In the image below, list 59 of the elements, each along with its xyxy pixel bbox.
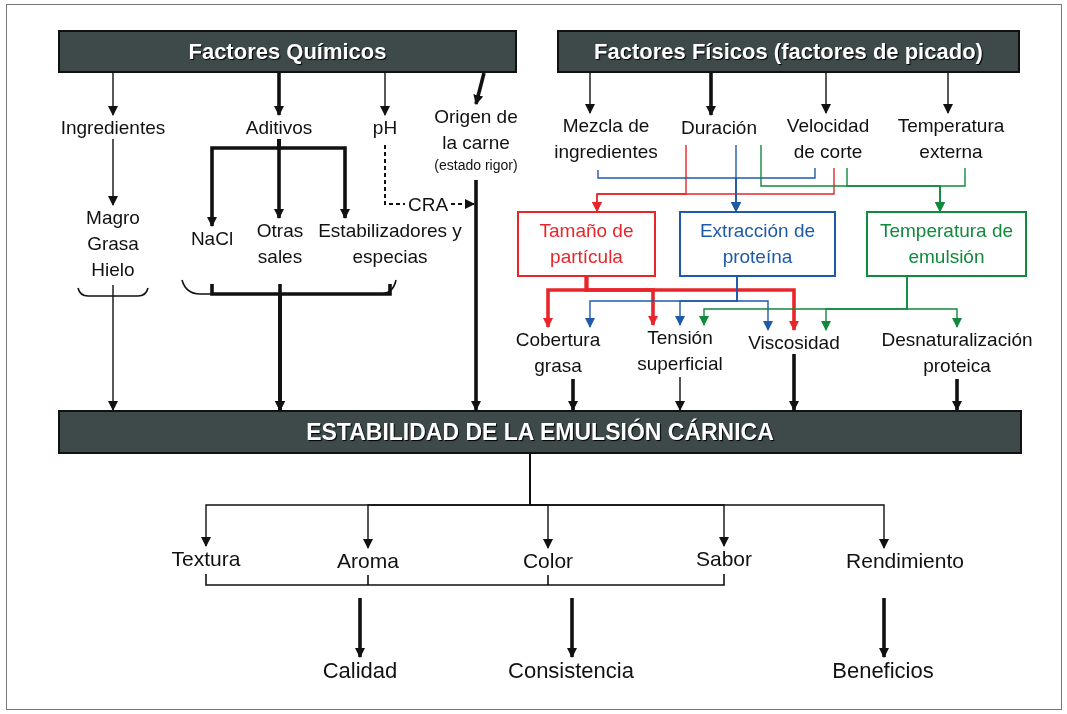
- arrow: [821, 72, 831, 114]
- outcome-label: Color: [513, 548, 583, 574]
- arrow: [450, 199, 475, 209]
- factor-label: Temperatura externa: [892, 113, 1010, 165]
- header-bar: Factores Físicos (factores de picado): [557, 30, 1020, 73]
- arrow: [567, 598, 577, 658]
- result-label: Consistencia: [488, 657, 654, 685]
- process-box: Extracción de proteína: [679, 211, 836, 277]
- process-box: Temperatura de emulsión: [866, 211, 1027, 277]
- arrow: [584, 277, 799, 331]
- header-bar: Factores Químicos: [58, 30, 517, 73]
- arrow: [473, 72, 486, 105]
- arrow: [675, 376, 685, 411]
- arrow: [471, 180, 481, 411]
- outcome-label: Rendimiento: [826, 548, 984, 574]
- arrow: [568, 379, 578, 411]
- additive-label: Estabilizadores y especias: [318, 218, 462, 270]
- arrow: [906, 276, 962, 328]
- factor-label: CRA: [405, 192, 451, 216]
- arrow: [274, 73, 284, 116]
- arrow: [952, 379, 962, 411]
- arrow: [731, 167, 816, 212]
- arrow: [789, 354, 799, 411]
- factor-label: Origen de la carne: [433, 105, 519, 155]
- property-label: Cobertura grasa: [510, 327, 606, 379]
- result-label: Beneficios: [816, 657, 950, 685]
- arrow: [277, 139, 350, 219]
- factor-label: Aditivos: [232, 115, 326, 139]
- arrow: [275, 284, 392, 411]
- arrow: [108, 284, 118, 411]
- arrow: [108, 138, 118, 206]
- property-label: Viscosidad: [737, 330, 851, 354]
- header-bar: ESTABILIDAD DE LA EMULSIÓN CÁRNICA: [58, 410, 1022, 454]
- arrow: [585, 72, 595, 114]
- arrow: [592, 167, 835, 212]
- factor-label: Velocidad de corte: [776, 113, 880, 165]
- arrow: [879, 598, 889, 658]
- note-text: (estado rigor): [434, 156, 518, 174]
- property-label: Tensión superficial: [626, 325, 734, 377]
- property-label: Desnaturalización proteica: [860, 327, 1054, 379]
- outcome-label: Aroma: [326, 548, 410, 574]
- ingredient-list: Magro Grasa Hielo: [73, 205, 153, 285]
- arrow: [380, 72, 390, 116]
- factor-label: Mezcla de ingredientes: [545, 113, 667, 165]
- factor-label: Ingredientes: [45, 115, 181, 139]
- process-box: Tamaño de partícula: [517, 211, 656, 277]
- arrow: [935, 167, 966, 212]
- factor-label: pH: [366, 115, 404, 139]
- outcome-label: Sabor: [686, 546, 762, 572]
- arrow: [706, 73, 716, 116]
- outcome-label: Textura: [160, 546, 252, 572]
- additive-label: NaCl: [186, 226, 238, 250]
- additive-label: Otras sales: [248, 218, 312, 270]
- arrow: [736, 276, 773, 331]
- arrow: [943, 72, 953, 114]
- factor-label: Duración: [670, 115, 768, 139]
- result-label: Calidad: [306, 657, 414, 685]
- arrow: [108, 72, 118, 116]
- arrow: [355, 598, 365, 658]
